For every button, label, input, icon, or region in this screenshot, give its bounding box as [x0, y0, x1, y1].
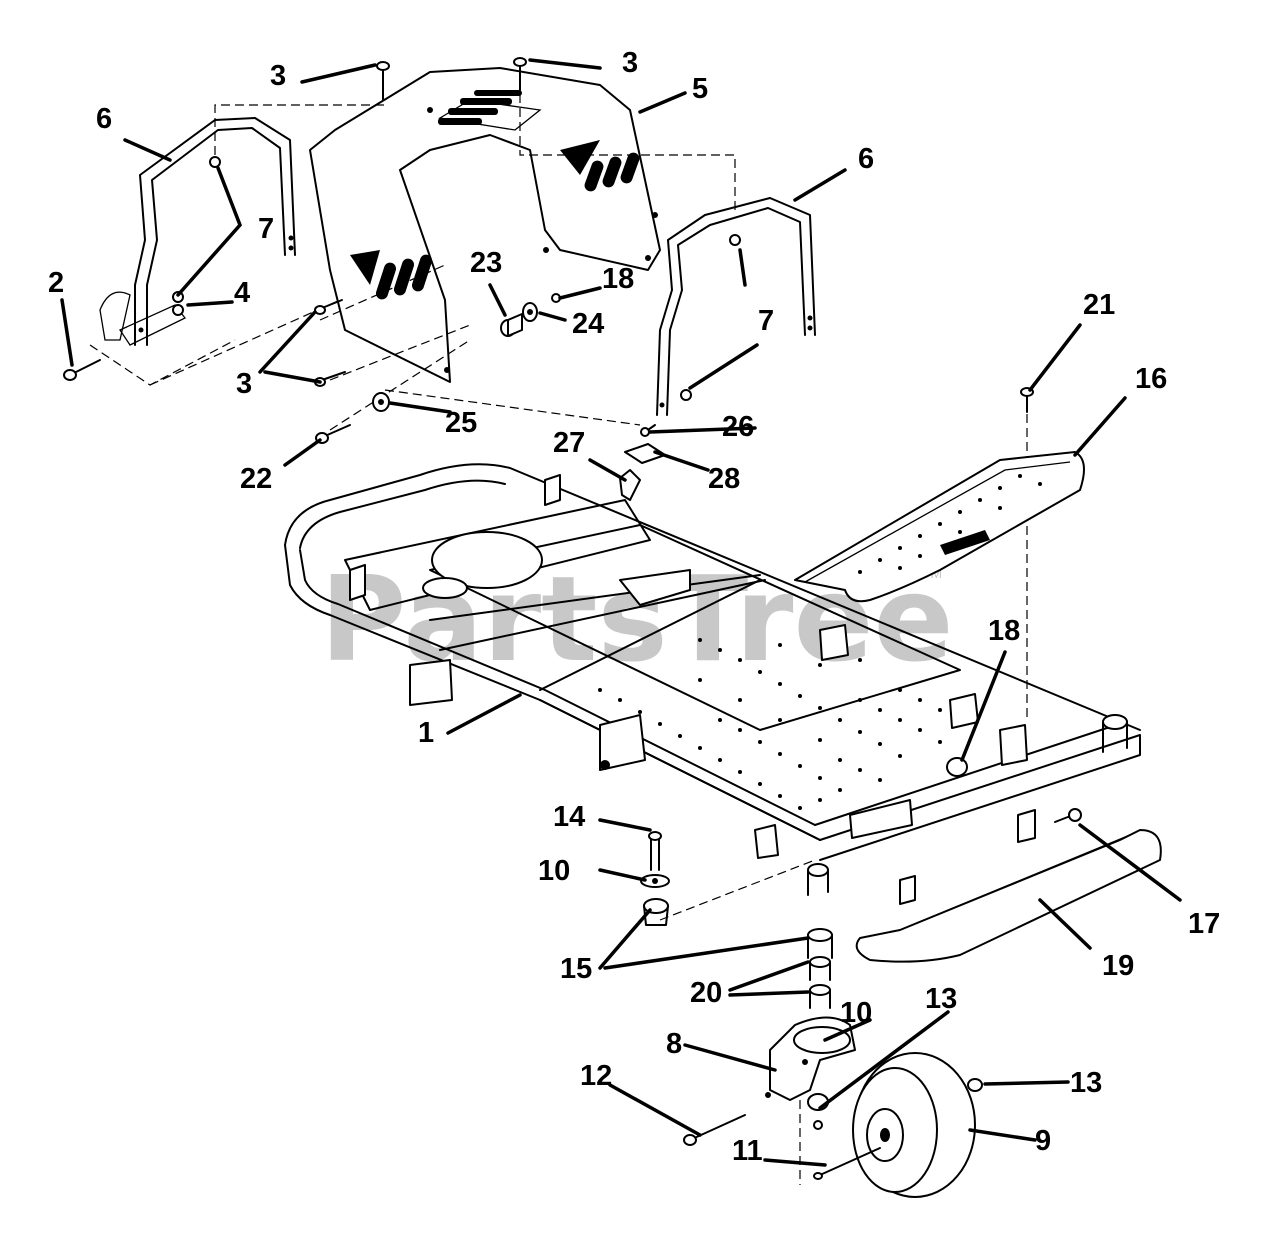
callout-6: 6	[96, 103, 112, 135]
leader-lines	[60, 58, 1182, 1167]
callout-4: 4	[234, 277, 250, 309]
callout-20: 20	[690, 977, 722, 1009]
callout-19: 19	[1102, 950, 1134, 982]
foot-plate-perforations	[858, 474, 1042, 574]
callout-2: 2	[48, 267, 64, 299]
callout-18: 18	[988, 615, 1020, 647]
callout-13: 13	[1070, 1067, 1102, 1099]
axle-and-bolt	[683, 1114, 881, 1180]
caster-hardware-stack	[640, 831, 833, 1009]
callout-6: 6	[858, 143, 874, 175]
callout-17: 17	[1188, 908, 1220, 940]
callout-5: 5	[692, 73, 708, 105]
callout-14: 14	[553, 801, 585, 833]
front-bumper-part-19	[855, 808, 1162, 963]
callout-15: 15	[560, 953, 592, 985]
frame-perforations	[598, 638, 942, 810]
callout-16: 16	[1135, 363, 1167, 395]
callout-7: 7	[758, 305, 774, 337]
left-frame-bar-part-6	[134, 117, 296, 346]
callout-18: 18	[602, 263, 634, 295]
callout-26: 26	[722, 411, 754, 443]
left-mount-bracket	[89, 291, 236, 386]
callout-21: 21	[1083, 289, 1115, 321]
callout-10: 10	[538, 855, 570, 887]
callout-1: 1	[418, 717, 434, 749]
callout-24: 24	[572, 308, 604, 340]
right-frame-bar-part-6	[656, 197, 816, 416]
main-frame-part-1	[284, 463, 1141, 896]
callout-10: 10	[840, 997, 872, 1029]
callout-9: 9	[1035, 1125, 1051, 1157]
callout-13: 13	[925, 983, 957, 1015]
callout-3: 3	[236, 368, 252, 400]
callout-3: 3	[622, 47, 638, 79]
callout-labels: 3 3 5 6 6 7 7 2 4 23 18 24 3 25 22 26 27…	[48, 47, 1220, 1167]
callout-22: 22	[240, 463, 272, 495]
callout-25: 25	[445, 407, 477, 439]
callout-27: 27	[553, 427, 585, 459]
callout-12: 12	[580, 1060, 612, 1092]
hood-cover-part-5	[309, 67, 661, 383]
caster-wheel-part-9	[852, 1052, 983, 1198]
callout-23: 23	[470, 247, 502, 279]
callout-3: 3	[270, 60, 286, 92]
callout-11: 11	[732, 1135, 763, 1167]
foot-plate-part-16	[794, 451, 1085, 603]
alignment-lines	[149, 80, 1028, 921]
callout-7: 7	[258, 213, 274, 245]
callout-28: 28	[708, 463, 740, 495]
callout-8: 8	[666, 1028, 682, 1060]
